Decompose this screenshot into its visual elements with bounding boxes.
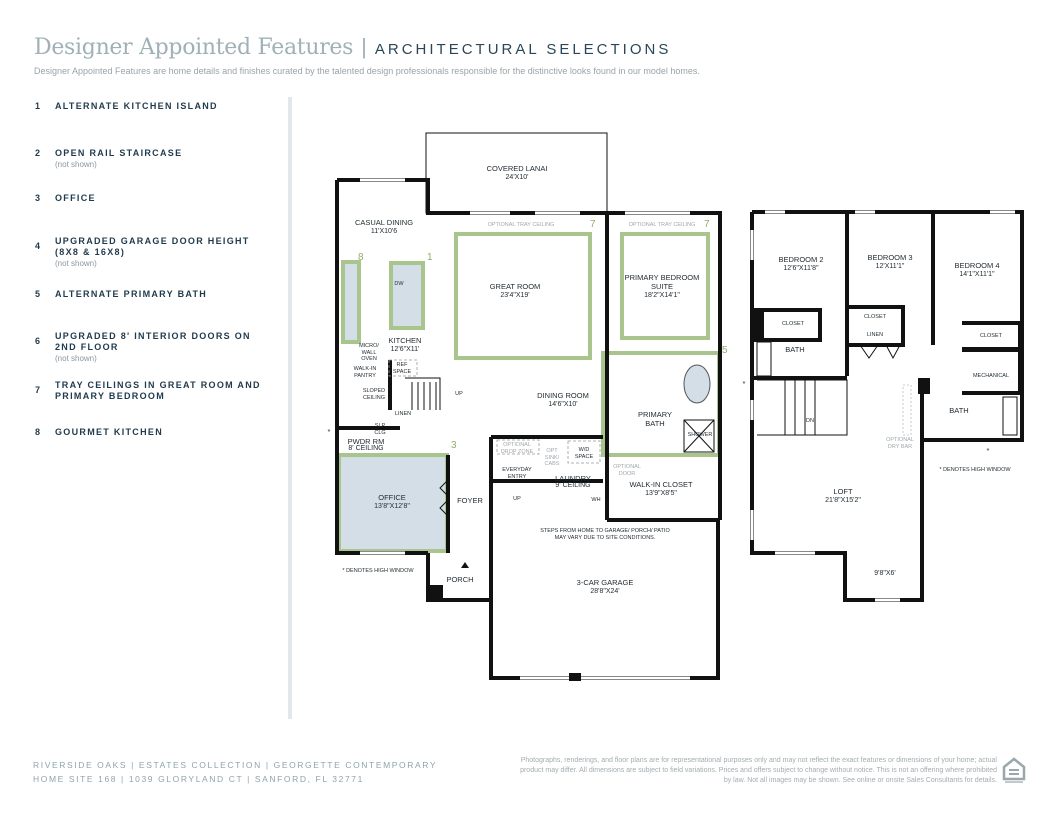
- mechanical-label: Mechanical: [972, 373, 1010, 379]
- room-bath-2: Bath: [785, 345, 805, 354]
- micro-wall-oven: Micro/ Wall Oven: [359, 343, 379, 362]
- page-description: Designer Appointed Features are home det…: [34, 66, 700, 76]
- tray-ceiling-note: Optional Tray Ceiling: [487, 222, 555, 228]
- room-primary-bedroom: Primary Bedroom Suite18'2"X14'1": [624, 273, 700, 299]
- high-window-star: *: [327, 427, 331, 436]
- linen-label: Linen: [394, 411, 412, 417]
- room-garage: 3-Car Garage28'8"X24': [576, 578, 634, 595]
- room-covered-lanai: Covered Lanai24'X10': [486, 164, 548, 181]
- equal-housing-icon: [1002, 757, 1026, 783]
- room-powder: PWDR RM8' Ceiling: [347, 437, 385, 452]
- water-heater: WH: [591, 497, 601, 503]
- room-office: Office13'8"X12'8": [374, 493, 410, 510]
- feature-item: 5Alternate Primary Bath: [35, 289, 208, 299]
- feature-marker-5: 5: [722, 345, 728, 356]
- feature-item: 8Gourmet Kitchen: [35, 427, 163, 437]
- room-casual-dining: Casual Dining11'X10'6: [354, 218, 414, 235]
- title-subtitle: ARCHITECTURAL SELECTIONS: [374, 41, 672, 58]
- bathtub: [683, 364, 711, 404]
- stair-down-label: DN: [806, 418, 814, 424]
- ref-space: Ref Space: [392, 362, 412, 375]
- walk-in-pantry: Walk-in Pantry: [353, 366, 377, 379]
- feature-item: 3Office: [35, 193, 96, 203]
- column-divider: [288, 97, 292, 719]
- shower-label: Shower: [687, 432, 713, 438]
- room-bedroom-3: Bedroom 312'X11'1": [867, 253, 913, 270]
- footer-address: HOME SITE 168 | 1039 GLORYLAND CT | SANF…: [33, 774, 364, 784]
- gourmet-kitchen-highlight: [341, 260, 361, 344]
- feature-item: 6Upgraded 8' Interior Doors on 2ND Floor…: [35, 331, 251, 363]
- title-separator: |: [361, 34, 367, 59]
- feature-item: 7Tray Ceilings in Great Room and Primary…: [35, 380, 261, 401]
- footer-community: RIVERSIDE OAKS | ESTATES COLLECTION | GE…: [33, 760, 438, 770]
- room-foyer: Foyer: [457, 496, 483, 505]
- everyday-entry: Everyday Entry: [502, 467, 532, 480]
- stair-up-label: Up: [455, 391, 463, 397]
- optional-sink: Opt Sink/ Cabs: [544, 448, 560, 467]
- room-dining: Dining Room14'6"X10': [537, 391, 589, 408]
- feature-marker-1: 1: [427, 252, 433, 263]
- footer-disclaimer: Photographs, renderings, and floor plans…: [520, 757, 997, 784]
- sloped-ceiling-small: SLP CLG: [374, 423, 386, 436]
- closet-label: Closet: [863, 314, 887, 320]
- steps-note: Steps from home to garage/ porch/ patio …: [540, 528, 670, 541]
- room-kitchen: Kitchen12'6"X11': [388, 336, 422, 353]
- entry-up-label: Up: [513, 496, 521, 502]
- dishwasher-label: DW: [394, 281, 404, 287]
- feature-item: 1Alternate Kitchen Island: [35, 101, 218, 111]
- sloped-ceiling: Sloped Ceiling: [362, 388, 386, 401]
- closet-label: Closet: [979, 333, 1003, 339]
- high-window-star: *: [742, 379, 746, 388]
- tray-ceiling-note: Optional Tray Ceiling: [628, 222, 696, 228]
- feature-marker-8: 8: [358, 252, 364, 263]
- optional-door: Optional Door: [613, 464, 641, 477]
- first-floor-walls: [335, 178, 722, 680]
- page-title: Designer Appointed Features | ARCHITECTURA…: [34, 34, 671, 60]
- room-great-room: Great Room23'4"X19': [489, 282, 541, 299]
- loft-nook-dims: 9'8"X6': [874, 570, 896, 577]
- feature-marker-3: 3: [451, 440, 457, 451]
- high-window-note: * Denotes High Window: [939, 467, 1011, 473]
- optional-drop-zone: Optional Drop Zone: [500, 442, 534, 455]
- primary-tray: [620, 232, 710, 340]
- room-laundry: Laundry9' Ceiling: [555, 474, 591, 489]
- room-bedroom-2: Bedroom 212'6"X11'8": [778, 255, 824, 272]
- washer-dryer-space: W/D Space: [574, 447, 594, 460]
- office-fill: [339, 455, 447, 551]
- kitchen-island-highlight: [389, 261, 425, 330]
- optional-dry-bar: Optional Dry Bar: [886, 437, 914, 450]
- room-walk-in-closet: Walk-in Closet13'9"X8'5": [629, 480, 693, 497]
- feature-item: 2Open Rail Staircase(not shown): [35, 148, 183, 169]
- room-loft: Loft21'8"X15'2": [825, 487, 861, 504]
- room-bedroom-4: Bedroom 414'1"X11'1": [954, 261, 1000, 278]
- feature-marker-7: 7: [590, 219, 596, 230]
- closet-label: Closet: [781, 321, 805, 327]
- title-main: Designer Appointed Features: [34, 35, 354, 60]
- feature-marker-7b: 7: [704, 219, 710, 230]
- linen-label: Linen: [866, 332, 884, 338]
- high-window-note: * Denotes High Window: [342, 568, 414, 574]
- room-bath-3: Bath: [949, 406, 969, 415]
- high-window-star: *: [986, 446, 990, 455]
- room-porch: Porch: [446, 575, 474, 584]
- great-room-tray: [454, 232, 592, 360]
- room-primary-bath: Primary Bath: [637, 410, 673, 428]
- feature-item: 4Upgraded Garage Door Height (8x8 & 16x8…: [35, 236, 250, 268]
